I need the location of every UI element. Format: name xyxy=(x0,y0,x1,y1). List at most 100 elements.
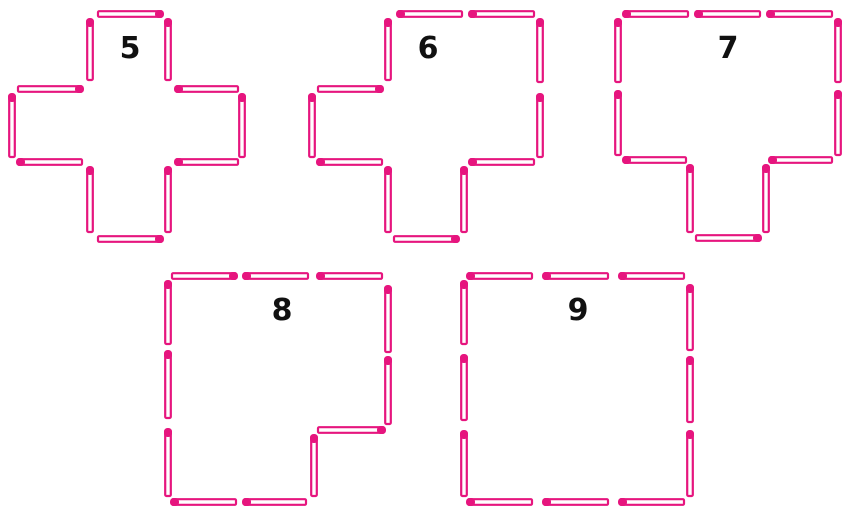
matchstick xyxy=(174,85,238,93)
matchstick xyxy=(16,158,82,166)
matchstick-body xyxy=(398,11,462,17)
figure-7: 7 xyxy=(614,10,842,242)
matchstick-body xyxy=(394,236,458,242)
matchstick xyxy=(768,156,832,164)
matchstick-head xyxy=(242,272,251,280)
matchstick xyxy=(536,93,544,157)
matchstick-head xyxy=(686,164,694,173)
matchstick-body xyxy=(244,273,308,279)
matchstick-body xyxy=(318,159,382,165)
matchstick-head xyxy=(174,158,183,166)
matchstick xyxy=(460,166,468,232)
matchstick xyxy=(238,93,246,157)
matchstick-head xyxy=(536,18,544,27)
matchstick-head xyxy=(396,10,405,18)
matchstick-head xyxy=(468,10,477,18)
matchstick xyxy=(460,280,468,344)
matchstick-body xyxy=(461,432,467,496)
matchstick-head xyxy=(686,430,694,439)
matchstick xyxy=(172,272,238,280)
matchstick-body xyxy=(176,86,238,92)
matchstick-body xyxy=(18,159,82,165)
matchstick-head xyxy=(164,18,172,27)
matchstick-head xyxy=(310,434,318,443)
matchstick xyxy=(384,18,392,80)
matchstick-head xyxy=(460,430,468,439)
matchstick-body xyxy=(468,273,532,279)
matchstick-head xyxy=(377,426,386,434)
matchstick-body xyxy=(239,95,245,157)
matchstick-head xyxy=(308,93,316,102)
matchstick xyxy=(170,498,236,506)
matchstick-body xyxy=(165,168,171,232)
matchstick-body xyxy=(385,20,391,80)
matchstick xyxy=(396,10,462,18)
matchstick-head xyxy=(834,18,842,27)
matchstick xyxy=(618,272,684,280)
matchstick-head xyxy=(753,234,762,242)
matchstick-body xyxy=(615,20,621,82)
matchstick xyxy=(622,156,686,164)
matchstick-head xyxy=(614,90,622,99)
matchstick-body xyxy=(687,166,693,232)
matchstick-body xyxy=(9,95,15,157)
matchstick-head xyxy=(618,498,627,506)
matchstick-body xyxy=(687,358,693,422)
matchstick-head xyxy=(164,428,172,437)
matchstick-head xyxy=(686,284,694,293)
matchstick-head xyxy=(155,10,164,18)
matchstick-head xyxy=(460,354,468,363)
matchstick xyxy=(316,158,382,166)
matchstick-body xyxy=(309,95,315,157)
matchstick-body xyxy=(461,356,467,420)
matchstick xyxy=(762,164,770,232)
matchstick-head xyxy=(75,85,84,93)
matchstick-head xyxy=(8,93,16,102)
matchstick-head xyxy=(242,498,251,506)
matchstick-body xyxy=(544,499,608,505)
matchstick-body xyxy=(687,286,693,350)
matchstick-body xyxy=(537,20,543,82)
matchstick xyxy=(174,158,238,166)
matchstick-head xyxy=(164,350,172,359)
matchstick-head xyxy=(384,356,392,365)
matchstick xyxy=(536,18,544,82)
matchstick-body xyxy=(165,430,171,496)
matchstick-head xyxy=(622,156,631,164)
matchstick xyxy=(686,284,694,350)
matchstick xyxy=(686,356,694,422)
matchstick xyxy=(242,272,308,280)
matchstick-body xyxy=(165,282,171,344)
matchstick-head xyxy=(466,498,475,506)
figure-label: 9 xyxy=(568,293,589,328)
matchstick-head xyxy=(618,272,627,280)
matchstick-body xyxy=(172,273,236,279)
matchstick xyxy=(86,18,94,80)
matchstick-body xyxy=(87,20,93,80)
matchstick-head xyxy=(155,235,164,243)
matchstick xyxy=(384,285,392,352)
matchstick xyxy=(468,10,534,18)
figure-label: 8 xyxy=(272,293,293,328)
matchstick xyxy=(460,430,468,496)
matchstick-body xyxy=(98,236,162,242)
matchstick xyxy=(468,158,534,166)
matchstick xyxy=(384,166,392,232)
matchstick-head xyxy=(694,10,703,18)
matchstick xyxy=(394,235,460,243)
matchstick-body xyxy=(696,11,760,17)
matchstick-body xyxy=(696,235,760,241)
figure-5: 5 xyxy=(8,10,246,243)
matchstick xyxy=(696,234,762,242)
matchstick xyxy=(18,85,84,93)
matchstick-body xyxy=(385,287,391,352)
matchstick xyxy=(460,354,468,420)
matchstick-body xyxy=(624,11,688,17)
matchstick-body xyxy=(165,352,171,418)
matchstick-head xyxy=(614,18,622,27)
matchstick-head xyxy=(384,18,392,27)
matchstick-body xyxy=(18,86,82,92)
matchstick-body xyxy=(468,499,532,505)
matchstick-body xyxy=(385,358,391,424)
